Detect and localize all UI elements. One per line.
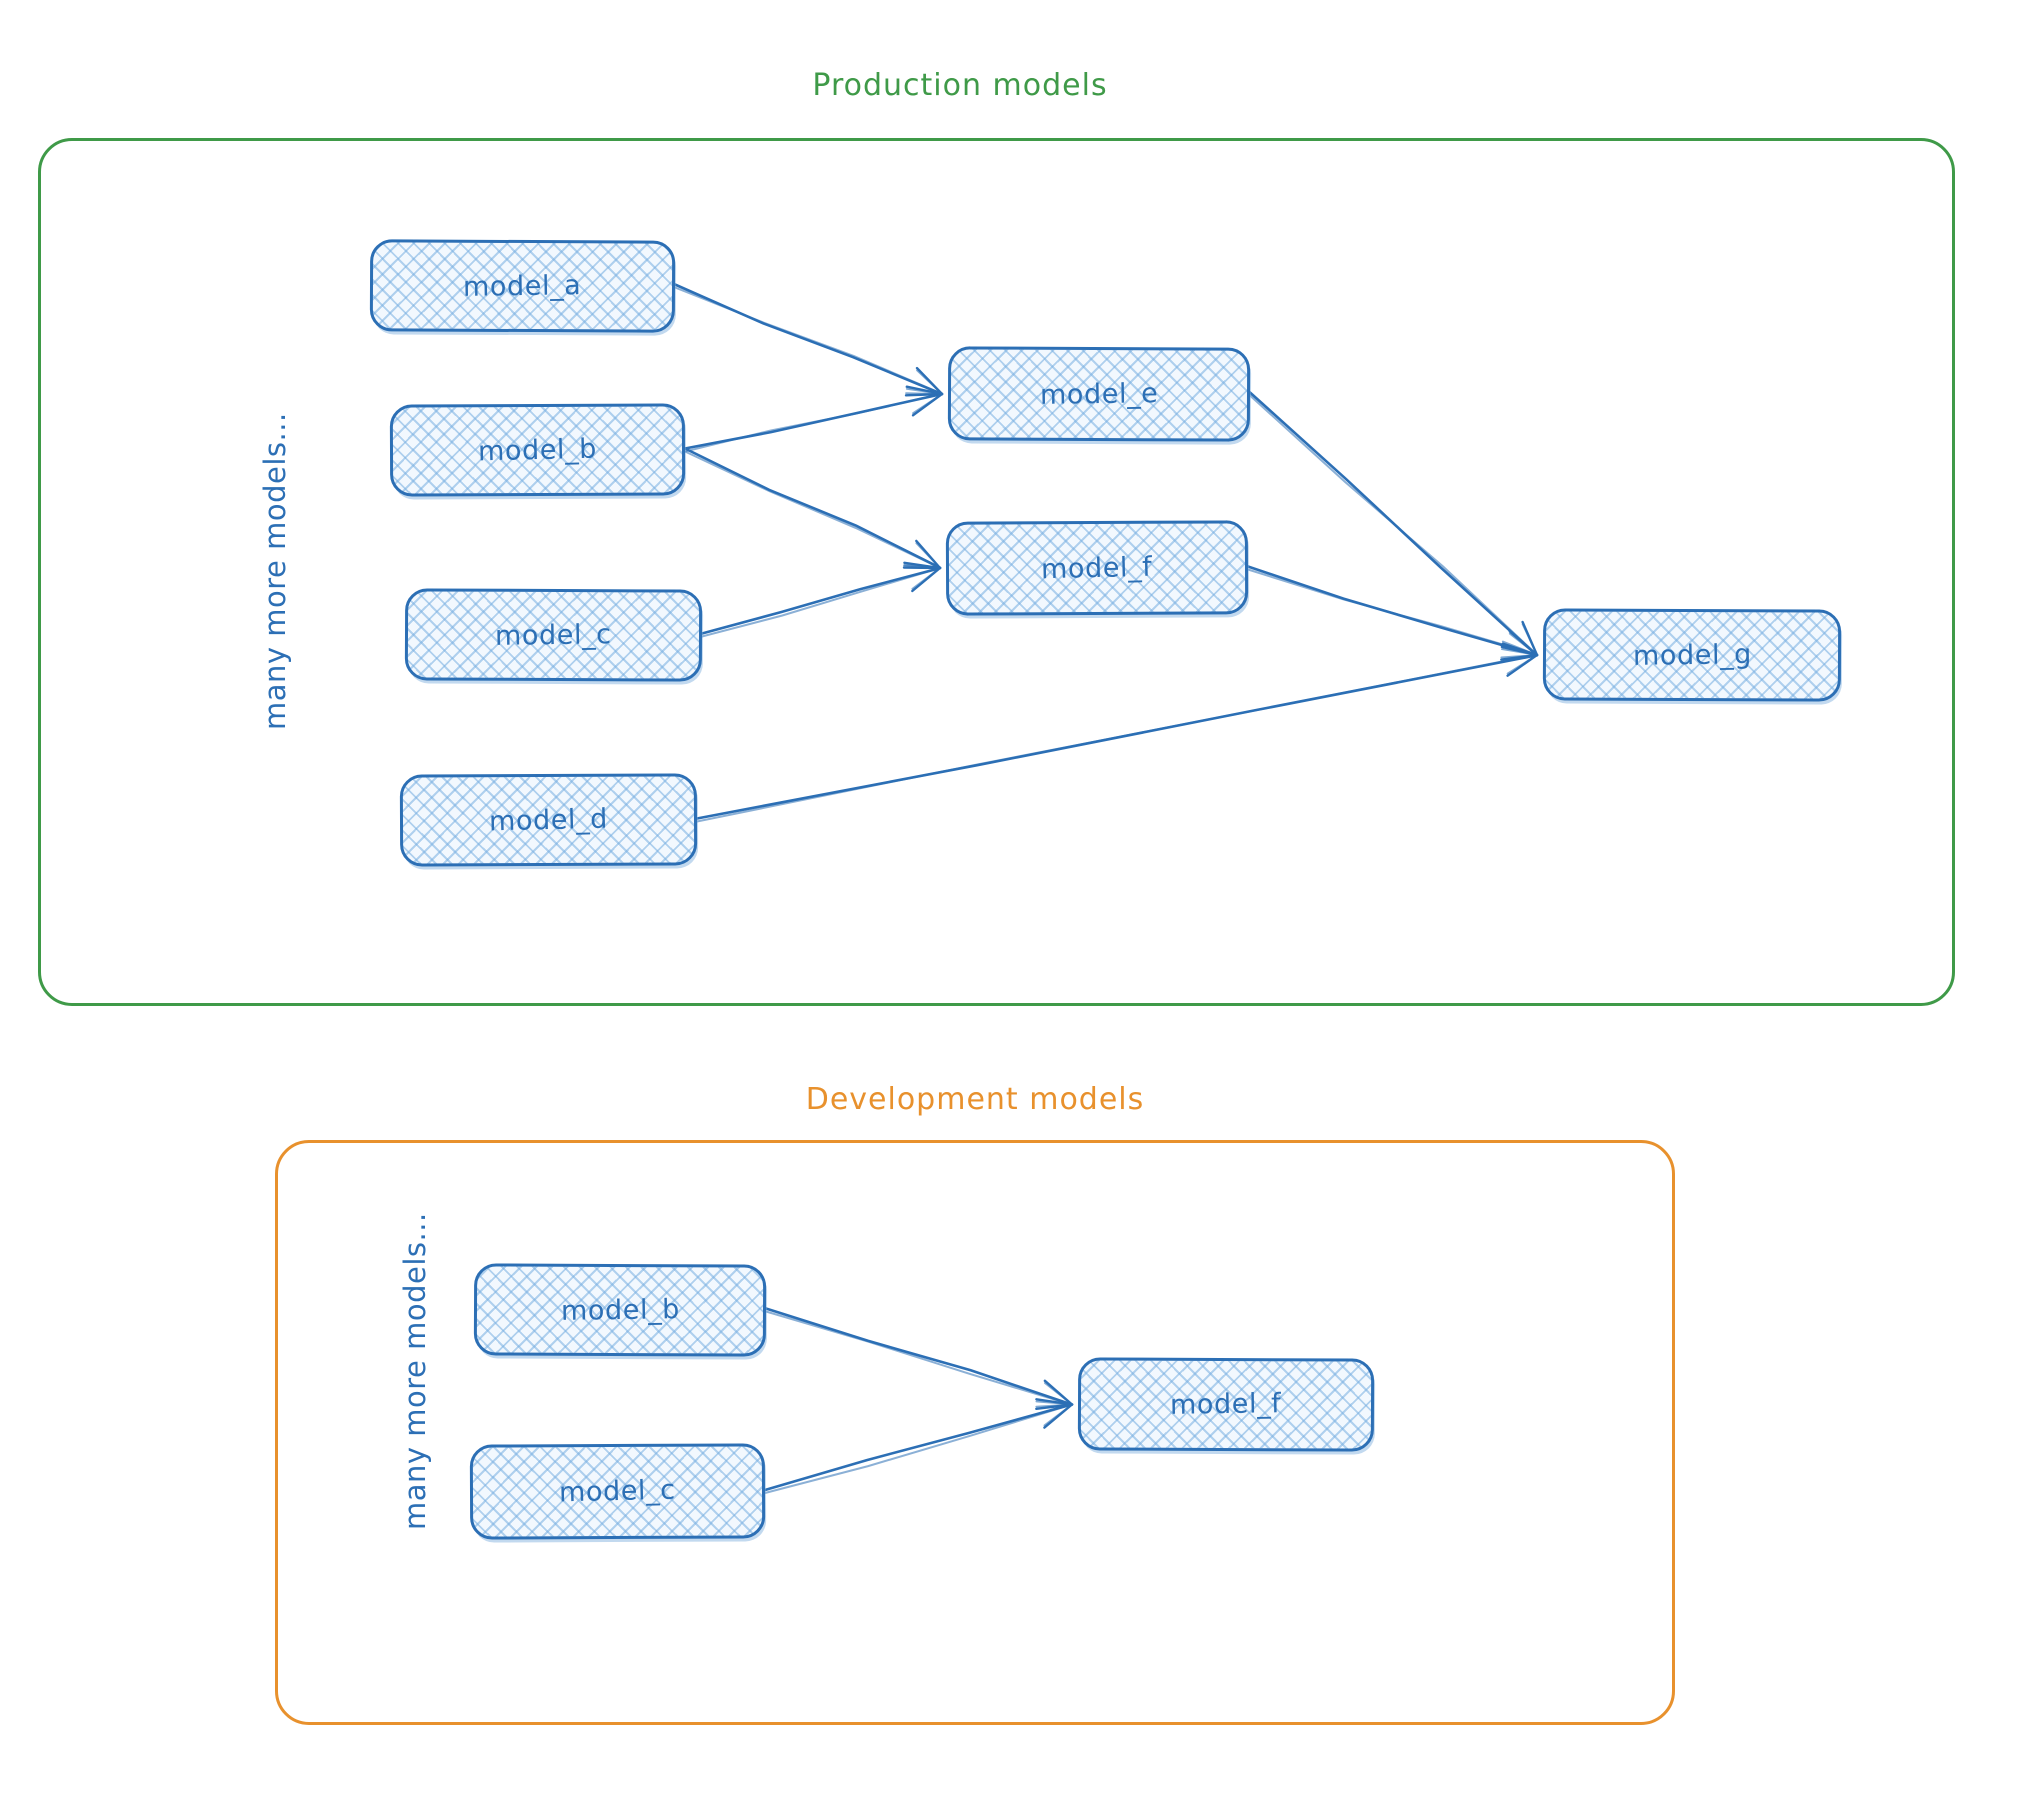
model-node-prod_a[interactable]: model_a bbox=[369, 239, 676, 333]
many-more-models-label-production: many more models... bbox=[258, 412, 292, 730]
group-title-production: Production models bbox=[812, 68, 1108, 103]
model-node-prod_b[interactable]: model_b bbox=[389, 403, 686, 497]
model-node-prod_f[interactable]: model_f bbox=[945, 520, 1249, 616]
group-frame-development bbox=[275, 1140, 1675, 1725]
model-node-label: model_c bbox=[558, 1474, 677, 1509]
model-node-label: model_b bbox=[560, 1293, 680, 1327]
many-more-models-label-development: many more models... bbox=[398, 1212, 432, 1530]
model-node-dev_f[interactable]: model_f bbox=[1077, 1357, 1375, 1452]
model-node-prod_e[interactable]: model_e bbox=[947, 346, 1251, 442]
model-node-label: model_d bbox=[488, 803, 609, 837]
model-node-prod_g[interactable]: model_g bbox=[1542, 608, 1842, 702]
model-node-label: model_g bbox=[1632, 638, 1752, 672]
model-node-label: model_a bbox=[463, 269, 582, 303]
model-node-prod_c[interactable]: model_c bbox=[404, 588, 703, 682]
model-node-dev_b[interactable]: model_b bbox=[473, 1263, 767, 1357]
model-node-label: model_e bbox=[1039, 377, 1159, 411]
model-node-label: model_b bbox=[477, 433, 598, 467]
model-node-label: model_f bbox=[1041, 551, 1153, 585]
model-node-label: model_c bbox=[494, 618, 613, 652]
model-node-dev_c[interactable]: model_c bbox=[469, 1443, 766, 1540]
model-node-prod_d[interactable]: model_d bbox=[399, 773, 698, 867]
model-node-label: model_f bbox=[1170, 1388, 1282, 1421]
group-title-development: Development models bbox=[805, 1082, 1145, 1117]
group-frame-production bbox=[38, 138, 1955, 1006]
